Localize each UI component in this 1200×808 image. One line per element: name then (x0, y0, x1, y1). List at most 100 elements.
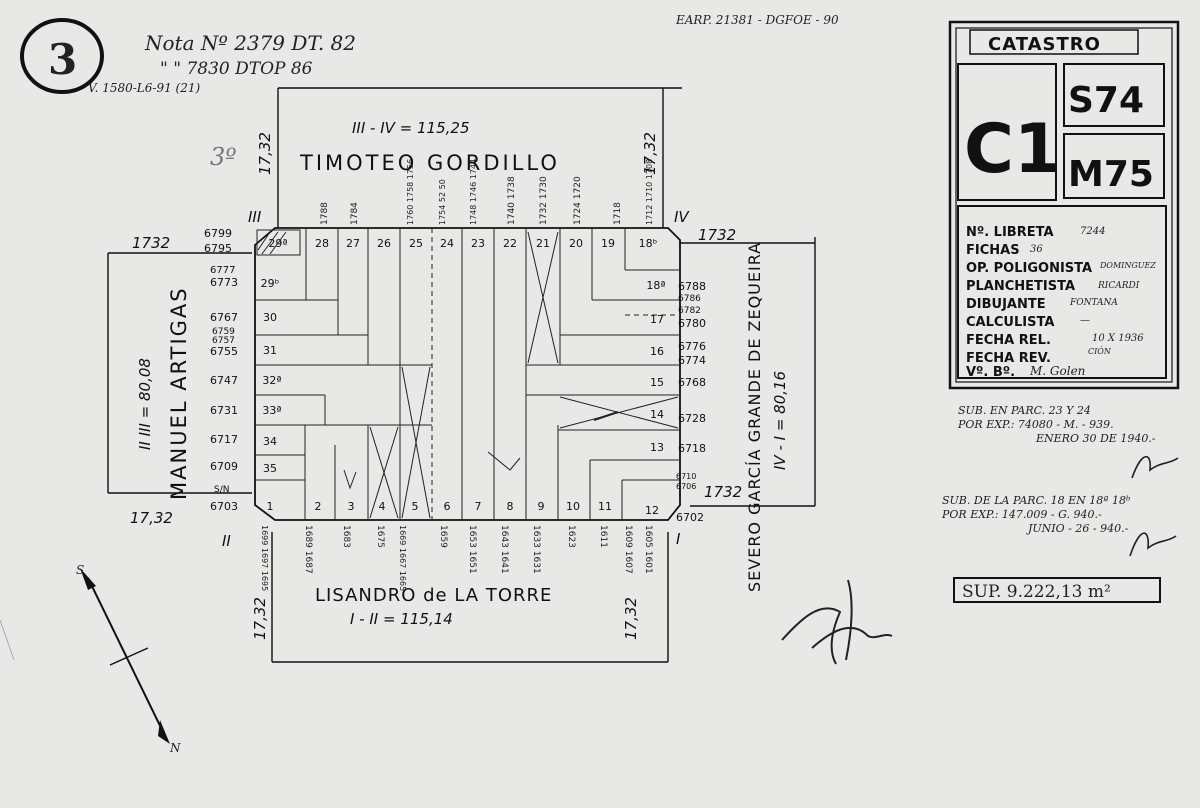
door-number: 6774 (678, 354, 706, 367)
door-number: 1669 1667 1665 (398, 525, 407, 591)
door-number: 6759 (212, 327, 235, 337)
lot-label: 33ª (262, 404, 281, 417)
door-numbers-right: 6788 6786 6782 6780 6776 6774 6768 6728 … (676, 280, 706, 524)
lot-label: 3 (348, 500, 355, 513)
catastro-title: CATASTRO (988, 34, 1101, 55)
field-value: M. Golen (1029, 364, 1085, 378)
door-number: 6777 (210, 265, 235, 276)
field-value: CIÓN (1088, 347, 1112, 356)
lot-29a-hatch (256, 229, 301, 256)
lot-labels-bottom: 1 2 3 4 5 6 7 8 9 10 11 12 (267, 500, 660, 517)
door-number: 6747 (210, 374, 238, 387)
signature-mark (781, 579, 893, 665)
field-value: 10 X 1936 (1092, 333, 1144, 344)
lot-label: 35 (263, 462, 277, 475)
lot-divisions (255, 228, 680, 520)
lot-label: 21 (536, 237, 550, 250)
door-number: 1623 (566, 525, 576, 548)
door-number: 6767 (210, 311, 238, 324)
door-number: 6755 (210, 345, 238, 358)
corner-label-sw: II (222, 532, 231, 550)
lot-label: 20 (569, 237, 583, 250)
chamfer-sw-horizontal: 17,32 (130, 509, 173, 527)
block-outline (254, 227, 681, 521)
door-number: 1609 1607 (623, 525, 633, 574)
door-number: 6718 (678, 442, 706, 455)
door-number: 6717 (210, 433, 238, 446)
door-number: 6776 (678, 340, 706, 353)
corner-label-ne: IV (674, 208, 690, 226)
door-number: 1784 (350, 202, 360, 225)
chamfer-dimensions: 17,32 1732 17,32 1732 17,32 17,32 1732 1… (130, 132, 742, 640)
chamfer-sw-vertical: 17,32 (251, 597, 269, 640)
sheet-number-badge: 3 (20, 18, 104, 94)
door-number: 1611 (598, 525, 608, 548)
chamfer-nw-horizontal: 1732 (132, 234, 170, 252)
lot-label: 7 (475, 500, 482, 513)
circunscripcion-code: C1 (964, 110, 1061, 189)
door-number: 6795 (204, 242, 232, 255)
top-reference: EARP. 21381 - DGFOE - 90 (675, 13, 839, 27)
lot-label: 27 (346, 237, 360, 250)
chamfer-nw-vertical: 17,32 (256, 132, 274, 175)
door-number: 1653 1651 (467, 525, 477, 574)
note-text: POR EXP.: 147.009 - G. 940.- (941, 508, 1102, 521)
door-number: 1633 1631 (531, 525, 541, 574)
compass-north-label: S (76, 563, 84, 577)
lot-label: 18ᵇ (639, 237, 658, 250)
note-text: POR EXP.: 74080 - M. - 939. (957, 418, 1114, 431)
corner-label-nw: III (248, 208, 262, 226)
field-label: DIBUJANTE (966, 297, 1046, 312)
lot-label: 8 (507, 500, 514, 513)
lot-label: 30 (263, 311, 277, 324)
door-number: 1732 1730 (539, 176, 549, 225)
dimension-south: I - II = 115,14 (350, 610, 453, 628)
subdivision-note-2: SUB. DE LA PARC. 18 EN 18ª 18ᵇ POR EXP.:… (941, 494, 1177, 557)
compass-arrow-icon: S N (76, 563, 181, 755)
lot-label: 19 (601, 237, 615, 250)
circle-mark: 3º (210, 143, 237, 171)
lot-label: 4 (379, 500, 386, 513)
door-number: 6710 (676, 472, 696, 481)
lot-label: 32ª (262, 374, 281, 387)
field-label: FECHA REL. (966, 333, 1051, 348)
seccion-code: S74 (1068, 80, 1144, 121)
door-number: 1699 1697 1695 (260, 525, 269, 591)
door-number: 1718 (613, 202, 623, 225)
field-label: FECHA REV. (966, 351, 1051, 366)
field-value: FONTANA (1069, 298, 1118, 308)
note-text: SUB. DE LA PARC. 18 EN 18ª 18ᵇ (942, 494, 1130, 507)
lot-label: 25 (409, 237, 423, 250)
field-label: PLANCHETISTA (966, 279, 1075, 294)
field-label: OP. POLIGONISTA (966, 261, 1092, 276)
lot-label: 9 (538, 500, 545, 513)
sheet-number: 3 (48, 35, 77, 84)
corner-label-se: I (676, 530, 681, 548)
field-label: CALCULISTA (966, 315, 1054, 330)
door-number: 1724 1720 (573, 176, 583, 225)
lot-label: 23 (471, 237, 485, 250)
door-number: 1675 (375, 525, 385, 548)
field-label: FICHAS (966, 243, 1020, 258)
door-number: S/N (214, 485, 229, 495)
lot-labels-right: 18ª 17 16 15 14 13 (646, 279, 665, 454)
surface-area: SUP. 9.222,13 m² (962, 582, 1111, 602)
door-number: 1643 1641 (499, 525, 509, 574)
door-number: 1659 (438, 525, 448, 548)
lot-label: 5 (412, 500, 419, 513)
catastro-panel: CATASTRO C1 S74 M75 Nº. LIBRETA 7244 FIC… (948, 20, 1180, 390)
lot-label: 22 (503, 237, 517, 250)
dimension-east: IV - I = 80,16 (771, 371, 789, 470)
lot-label: 15 (650, 376, 664, 389)
lot-label: 29ª (268, 237, 287, 250)
door-number: 1788 (320, 202, 330, 225)
dimension-north: III - IV = 115,25 (352, 119, 470, 137)
street-name-north: TIMOTEO GORDILLO (299, 151, 560, 175)
lot-label: 12 (645, 504, 659, 517)
lot-label: 29ᵇ (261, 277, 280, 290)
door-number: 6728 (678, 412, 706, 425)
door-number: 1754 52 50 (438, 179, 447, 225)
lot-label: 2 (315, 500, 322, 513)
note-line-1: Nota Nº 2379 DT. 82 (144, 31, 356, 55)
